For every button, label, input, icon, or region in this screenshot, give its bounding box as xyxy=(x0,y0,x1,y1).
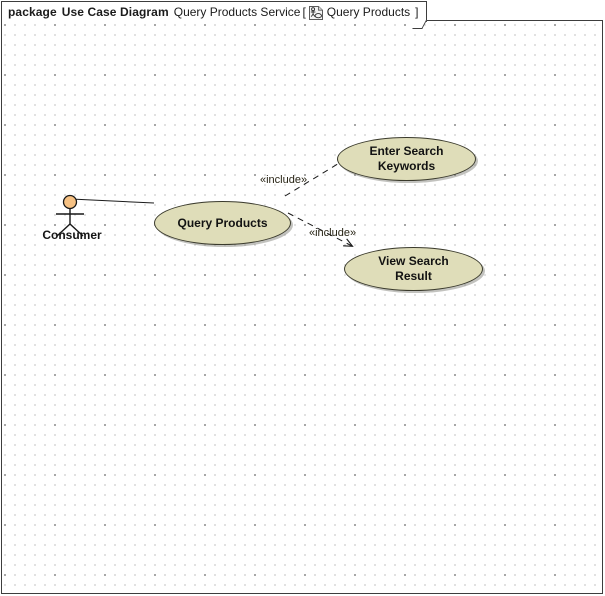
diagram-canvas[interactable]: Consumer Query Products Enter Search Key… xyxy=(1,20,603,594)
diagram-reference-name: Query Products xyxy=(326,5,411,19)
include-label-view-search-result: «include» xyxy=(309,227,357,239)
bracket-open: [ xyxy=(302,5,306,19)
bracket-close: ] xyxy=(415,5,419,19)
actor-consumer[interactable] xyxy=(38,193,102,245)
diagram-type-label: Use Case Diagram xyxy=(61,5,169,19)
include-label-enter-search-keywords: «include» xyxy=(260,174,308,186)
use-case-diagram-icon[interactable] xyxy=(308,6,323,20)
actor-stick-figure-icon xyxy=(56,194,84,237)
use-case-query-products[interactable]: Query Products xyxy=(154,201,291,245)
use-case-enter-search-keywords[interactable]: Enter Search Keywords xyxy=(337,137,476,181)
package-header-tab[interactable]: package Use Case Diagram Query Products … xyxy=(1,1,427,22)
use-case-view-search-result[interactable]: View Search Result xyxy=(344,247,483,291)
connector-layer xyxy=(70,157,354,247)
canvas-grid xyxy=(2,21,602,593)
package-name-label: Query Products Service xyxy=(173,5,301,19)
use-case-view-search-result-label: View Search Result xyxy=(378,254,449,283)
package-keyword: package xyxy=(8,5,57,19)
use-case-query-products-label: Query Products xyxy=(177,215,268,230)
use-case-enter-search-keywords-label: Enter Search Keywords xyxy=(369,144,444,173)
actor-consumer-label: Consumer xyxy=(42,228,102,242)
